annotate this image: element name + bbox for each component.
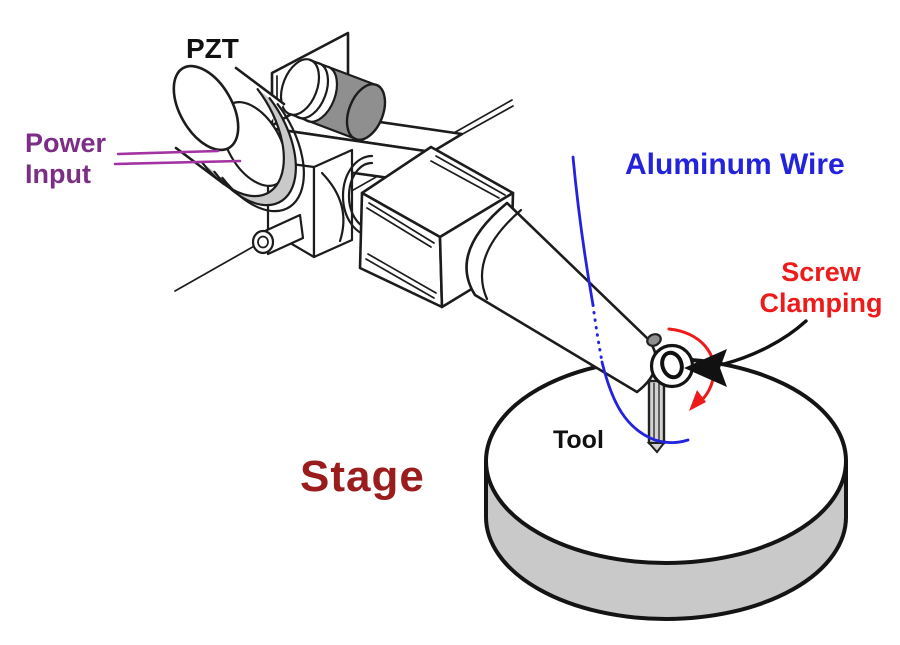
back-mass-cylinder [279, 58, 387, 141]
rotation-arrowhead [689, 390, 706, 411]
set-screw [646, 333, 662, 347]
pzt-label: PZT [186, 33, 239, 64]
clamp-screw-hole [660, 350, 684, 380]
power-input-label-line2: Input [25, 159, 91, 189]
aluminum-wire-curve [571, 155, 690, 445]
pzt-gray-band [202, 89, 296, 206]
stage-cylinder [484, 357, 848, 621]
block-highlight-lines [365, 155, 506, 299]
screw-clamping-label-line2: Clamping [759, 288, 882, 318]
horn-cone [465, 201, 658, 394]
stage-label: Stage [300, 452, 425, 501]
screw-clamping-label-line1: Screw [781, 257, 862, 287]
aluminum-wire-label: Aluminum Wire [625, 148, 845, 181]
pzt-stack [172, 64, 305, 213]
power-lead-lines [113, 149, 242, 166]
tool-label: Tool [553, 426, 604, 454]
power-input-label-line1: Power [25, 128, 107, 158]
pzt-face [172, 64, 240, 152]
tool-tip [646, 442, 667, 454]
clamp-arrowhead [684, 349, 727, 387]
locating-pin [251, 213, 305, 256]
stage-top [484, 357, 848, 565]
clamp-pointer-arrow [684, 319, 808, 387]
